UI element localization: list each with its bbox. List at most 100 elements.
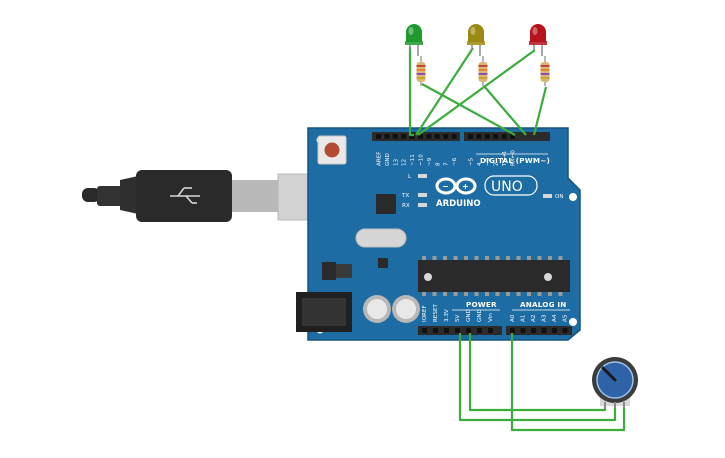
analog-pin-socket[interactable] xyxy=(510,328,515,333)
pin-label: 7 xyxy=(444,162,450,166)
pin-socket-1[interactable] xyxy=(384,134,390,139)
power-pin-socket[interactable] xyxy=(488,328,493,333)
pin-label: ~6 xyxy=(452,157,458,166)
pin-label: ~9 xyxy=(427,157,433,166)
wire-red-gnd[interactable] xyxy=(417,49,536,136)
power-pin-socket[interactable] xyxy=(477,328,482,333)
led-red[interactable] xyxy=(529,24,547,56)
analog-pin-socket[interactable] xyxy=(552,328,557,333)
led-rx-label: RX xyxy=(402,203,410,209)
usb-symbol-icon xyxy=(170,187,200,204)
analog-pin-label: A2 xyxy=(531,315,537,322)
potentiometer-legs xyxy=(604,402,625,408)
pin-socket-12[interactable] xyxy=(484,134,490,139)
pin-socket-3[interactable] xyxy=(401,134,407,139)
analog-pin-socket[interactable] xyxy=(531,328,536,333)
potentiometer[interactable] xyxy=(592,357,638,408)
resistor-red[interactable] xyxy=(540,56,550,86)
analog-header-label: ANALOG IN xyxy=(520,300,566,309)
resistor-yellow[interactable] xyxy=(478,56,488,86)
small-chip xyxy=(378,258,388,268)
pin-socket-4[interactable] xyxy=(409,134,415,139)
power-pin-socket[interactable] xyxy=(433,328,438,333)
wire-green-pin[interactable] xyxy=(421,83,516,136)
pin-socket-14[interactable] xyxy=(501,134,507,139)
analog-pin-label: A1 xyxy=(521,314,527,322)
crystal-oscillator xyxy=(355,228,407,248)
analog-header xyxy=(506,326,572,335)
led-green[interactable] xyxy=(405,24,423,56)
usb-cable-neck xyxy=(120,176,138,214)
resistor-green[interactable] xyxy=(416,56,426,86)
power-pin-socket[interactable] xyxy=(466,328,471,333)
voltage-regulator xyxy=(322,262,336,280)
pin-label: 13 xyxy=(393,158,399,166)
wire-pot-a0[interactable] xyxy=(510,333,626,432)
model-label: UNO xyxy=(491,179,523,195)
pin-label: ~3 xyxy=(485,157,491,166)
power-pin-socket[interactable] xyxy=(422,328,427,333)
wire-yellow-gnd[interactable] xyxy=(415,47,474,136)
led-on-label: ON xyxy=(555,194,564,200)
digital-header-left xyxy=(372,132,460,141)
digital-header-right xyxy=(464,132,550,141)
power-pin-label: GND xyxy=(466,309,472,322)
pin-socket-2[interactable] xyxy=(392,134,398,139)
pin-socket-0[interactable] xyxy=(376,134,381,139)
analog-pin-label: A4 xyxy=(552,314,558,322)
wire-pot-gnd[interactable] xyxy=(468,333,607,412)
power-pin-label: 3.3V xyxy=(444,309,450,322)
power-pin-label: Vin xyxy=(488,313,494,322)
pin-socket-13[interactable] xyxy=(493,134,499,139)
pin-label: 4 xyxy=(477,162,483,166)
analog-pin-label: A3 xyxy=(542,314,548,322)
wire-pot-5v[interactable] xyxy=(458,333,617,422)
analog-pin-socket[interactable] xyxy=(562,328,568,333)
led-rx-indicator xyxy=(418,203,427,207)
capacitor-left xyxy=(363,295,391,323)
mounting-hole xyxy=(569,193,577,201)
brand-label: ARDUINO xyxy=(436,199,481,209)
led-yellow[interactable] xyxy=(467,24,485,56)
analog-pin-label: A5 xyxy=(563,314,569,322)
pin-socket-6[interactable] xyxy=(426,134,432,139)
pin-socket-10[interactable] xyxy=(468,134,473,139)
led-array xyxy=(405,24,550,86)
usb-plug-metal xyxy=(232,180,278,212)
arduino-infinity-logo xyxy=(435,177,477,195)
model-badge xyxy=(484,175,538,196)
pin-label: TX→1 xyxy=(502,150,508,167)
power-pin-label: IOREF xyxy=(422,305,428,322)
pin-socket-15[interactable] xyxy=(510,134,515,139)
pin-socket-7[interactable] xyxy=(434,134,440,139)
power-pin-label: 5V xyxy=(455,314,461,322)
wire-green-gnd[interactable] xyxy=(408,47,414,137)
pin-label: ~5 xyxy=(469,157,475,166)
svg-text:−: − xyxy=(442,182,449,191)
pin-label: 2 xyxy=(494,162,500,166)
mounting-hole xyxy=(569,318,577,326)
led-tx-indicator xyxy=(418,193,427,197)
digital-header-label: DIGITAL (PWM~) xyxy=(480,156,550,165)
pin-socket-9[interactable] xyxy=(451,134,457,139)
reset-button[interactable] xyxy=(317,135,347,165)
pin-label: ~10 xyxy=(419,154,425,166)
pin-socket-8[interactable] xyxy=(443,134,449,139)
power-pin-socket[interactable] xyxy=(444,328,449,333)
power-pin-socket[interactable] xyxy=(455,328,460,333)
wires xyxy=(408,47,626,432)
capacitor-right xyxy=(392,295,420,323)
analog-pin-socket[interactable] xyxy=(520,328,526,333)
atmega-chip xyxy=(418,256,570,296)
wire-red-pin[interactable] xyxy=(532,86,548,136)
pin-socket-5[interactable] xyxy=(418,134,423,139)
pin-socket-11[interactable] xyxy=(476,134,482,139)
analog-pin-socket[interactable] xyxy=(541,328,547,333)
power-pin-label: RESET xyxy=(433,303,439,322)
pin-label: GND xyxy=(385,153,391,166)
wire-yellow-pin[interactable] xyxy=(483,85,527,136)
